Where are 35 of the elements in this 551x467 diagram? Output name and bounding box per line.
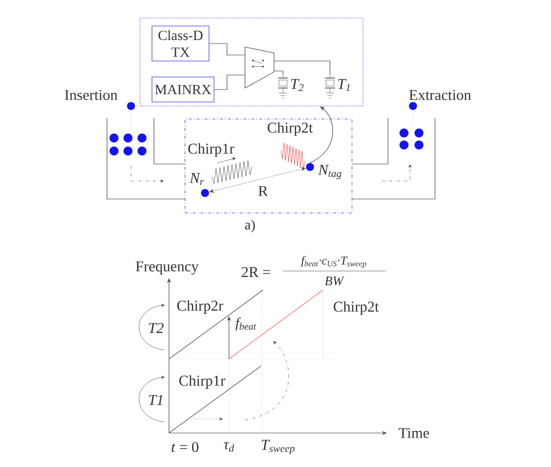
formula: BW xyxy=(324,276,344,286)
axis-label: Frequency xyxy=(136,261,199,275)
node-label: T$_{1}$ xyxy=(338,79,350,91)
dotted-box xyxy=(140,18,364,106)
node-label: N$_{tag}$ xyxy=(318,164,342,180)
dot xyxy=(201,189,209,197)
tick-label: T$_{sweep}$ xyxy=(262,440,294,454)
line-label: Chirp2r xyxy=(177,300,224,314)
receiver-box: MAINRX xyxy=(152,76,214,102)
transducer-symbol xyxy=(278,74,288,98)
transmitter-box: Class-D TX xyxy=(152,26,210,62)
dot xyxy=(306,163,314,171)
tick-label: τ$_{d}$ xyxy=(224,442,234,452)
connector xyxy=(274,60,330,76)
connector xyxy=(274,70,284,76)
connector xyxy=(214,74,246,90)
axis-label: Time xyxy=(398,428,430,438)
text-label: Insertion xyxy=(64,90,118,100)
node-label: N$_{r}$ xyxy=(190,173,204,185)
line-label: Chirp1r xyxy=(179,375,226,389)
transducer-symbol xyxy=(324,74,336,98)
text-label: Extraction xyxy=(409,90,472,100)
arrow-label: f$_{beat}$ xyxy=(236,318,256,330)
node-label: T$_{2}$ xyxy=(291,79,304,91)
arrow-label: T1 xyxy=(149,395,162,405)
text-label: Chirp2t xyxy=(268,122,313,136)
edge-label: R xyxy=(257,185,269,197)
tick-label: t = 0 xyxy=(172,442,198,452)
text-label: Chirp1r xyxy=(188,143,234,157)
formula: f$_{beat}$·c$_{US}$·T$_{sweep}$ xyxy=(301,256,366,268)
line-label: Chirp2t xyxy=(334,301,379,315)
formula: 2R = xyxy=(242,267,270,277)
caption: a) xyxy=(245,220,255,232)
arrow-label: T2 xyxy=(149,323,164,333)
connector xyxy=(209,43,246,56)
